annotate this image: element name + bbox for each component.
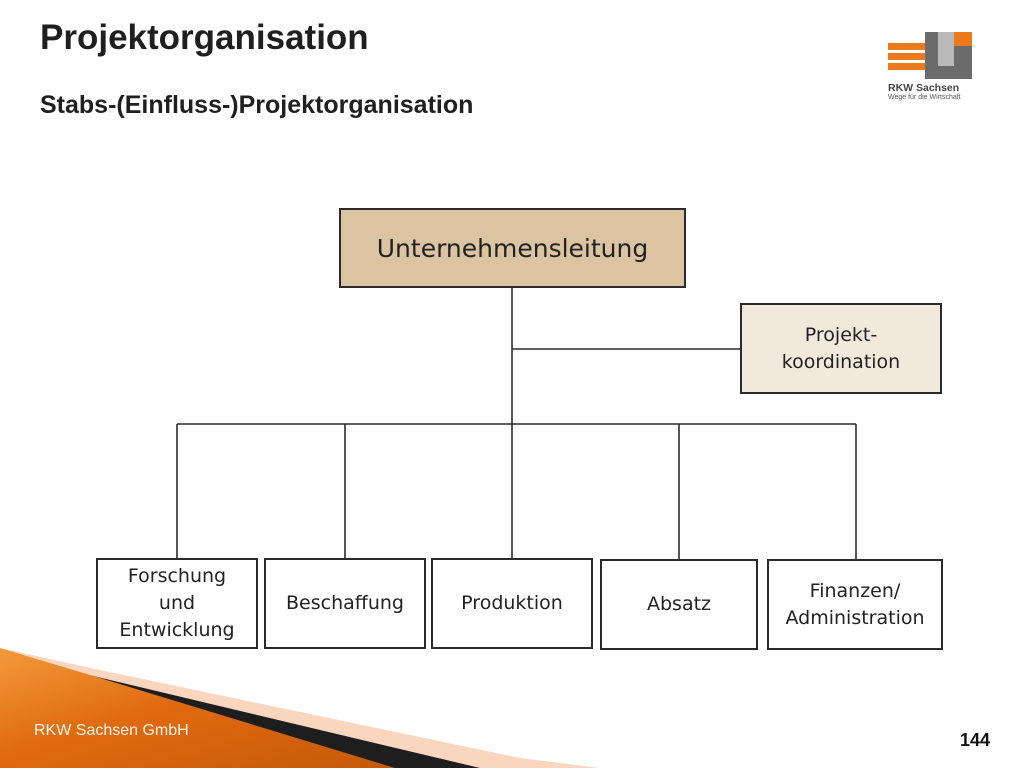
footer-decoration xyxy=(0,648,600,768)
page-subtitle: Stabs-(Einfluss-)Projektorganisation xyxy=(40,91,474,119)
org-box-project-coordination: Projekt- koordination xyxy=(740,303,942,394)
org-box-production: Produktion xyxy=(431,558,593,649)
org-box-sales: Absatz xyxy=(600,559,758,650)
org-box-management: Unternehmensleitung xyxy=(339,208,686,288)
page-title: Projektorganisation xyxy=(40,18,369,57)
footer-company: RKW Sachsen GmbH xyxy=(34,722,189,739)
org-box-procurement: Beschaffung xyxy=(264,558,426,649)
page-number: 144 xyxy=(960,730,991,750)
org-box-research: Forschung und Entwicklung xyxy=(96,558,258,649)
org-box-finance: Finanzen/ Administration xyxy=(767,559,943,650)
rkw-logo-icon xyxy=(888,32,972,79)
logo-name: RKW Sachsen xyxy=(888,82,960,94)
logo-tagline: Wege für die Wirtschaft xyxy=(888,94,961,101)
